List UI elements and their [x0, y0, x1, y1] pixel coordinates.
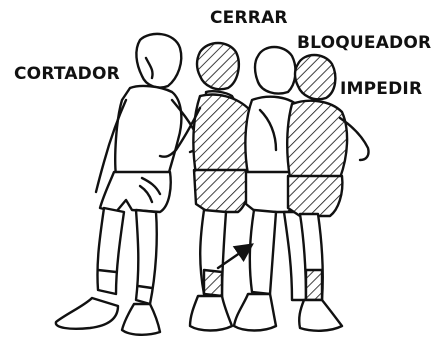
label-bloqueador: BLOQUEADOR [297, 33, 431, 53]
label-cortador: CORTADOR [14, 64, 120, 84]
cerrar-player [160, 43, 255, 331]
label-cerrar: CERRAR [210, 8, 288, 28]
label-impedir: IMPEDIR [340, 79, 422, 99]
